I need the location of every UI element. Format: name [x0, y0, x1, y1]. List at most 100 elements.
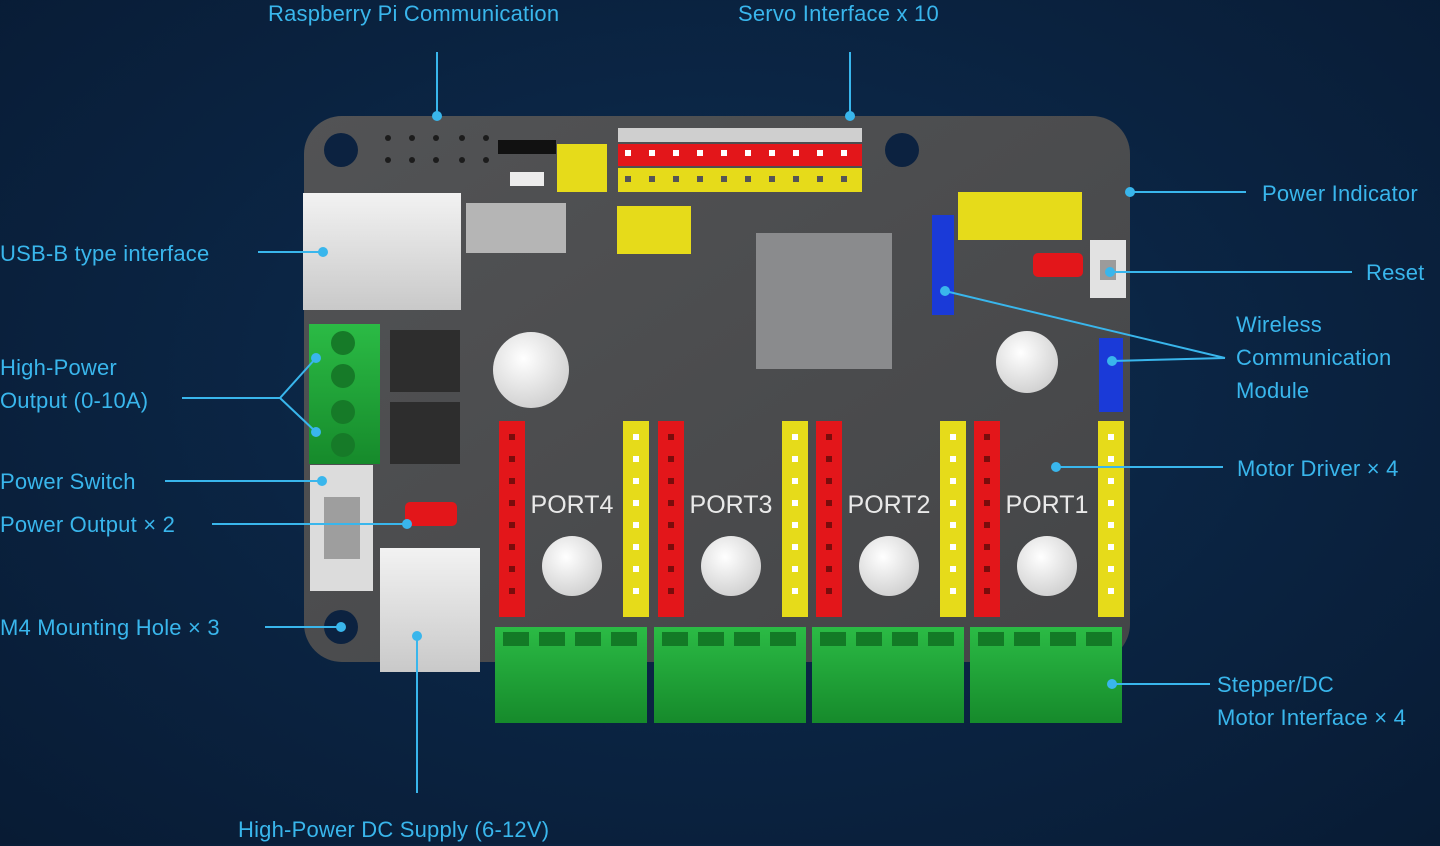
servo-pin: [625, 150, 631, 156]
label-power-switch: Power Switch: [0, 469, 136, 494]
mounting-hole: [324, 133, 358, 167]
header-pin: [792, 544, 798, 550]
high-power-terminal: [309, 324, 380, 464]
header-pin: [509, 434, 515, 440]
header-pin: [668, 456, 674, 462]
header-pin: [792, 456, 798, 462]
header-pin: [633, 566, 639, 572]
header-pin: [1108, 500, 1114, 506]
terminal-screw: [820, 632, 846, 646]
stepper-terminals: [495, 627, 1122, 723]
header-pin: [509, 456, 515, 462]
header-pin: [792, 434, 798, 440]
servo-pin: [817, 150, 823, 156]
label-wireless-line1: Wireless: [1236, 312, 1322, 337]
terminal-screw: [892, 632, 918, 646]
header-pin: [633, 434, 639, 440]
header-pin: [950, 456, 956, 462]
header-pin: [1108, 478, 1114, 484]
header-pin: [826, 588, 832, 594]
header-pin: [984, 434, 990, 440]
servo-pin: [673, 176, 679, 182]
terminal-screw: [978, 632, 1004, 646]
header-pin: [668, 522, 674, 528]
header-pin: [792, 500, 798, 506]
header-pin: [826, 566, 832, 572]
terminal-screw: [698, 632, 724, 646]
header-pin: [509, 500, 515, 506]
terminal-screw: [1050, 632, 1076, 646]
terminal-screw: [575, 632, 601, 646]
header-pin: [950, 522, 956, 528]
dc-jack: [380, 548, 480, 672]
servo-pin: [769, 150, 775, 156]
label-wireless-module: Wireless Communication Module: [1236, 308, 1391, 407]
yellow-header-small: [557, 144, 607, 192]
power-output-header: [405, 502, 457, 526]
header-pin: [509, 588, 515, 594]
terminal-screw: [734, 632, 760, 646]
servo-pin: [841, 150, 847, 156]
label-power-output: Power Output × 2: [0, 512, 176, 537]
port-red-header: [658, 421, 684, 617]
header-pin: [984, 588, 990, 594]
port-red-header: [499, 421, 525, 617]
servo-pin: [841, 176, 847, 182]
header-pin: [509, 522, 515, 528]
header-pin: [668, 478, 674, 484]
port-capacitor: [859, 536, 919, 596]
header-pin: [633, 456, 639, 462]
label-mounting-hole: M4 Mounting Hole × 3: [0, 615, 220, 640]
terminal-screw: [1086, 632, 1112, 646]
label-high-power-output: High-Power Output (0-10A): [0, 351, 148, 417]
port-label: PORT3: [690, 491, 773, 519]
label-stepper-line1: Stepper/DC: [1217, 672, 1334, 697]
header-pin: [950, 588, 956, 594]
header-pin: [792, 566, 798, 572]
servo-pin: [625, 176, 631, 182]
yellow-header-mid: [617, 206, 691, 254]
header-pin: [509, 544, 515, 550]
terminal-screw: [611, 632, 637, 646]
label-power-indicator: Power Indicator: [1262, 181, 1418, 206]
port-yellow-header: [1098, 421, 1124, 617]
header-pin: [633, 522, 639, 528]
capacitor: [996, 331, 1058, 393]
servo-pin: [697, 150, 703, 156]
leader-dots: [311, 111, 1135, 689]
terminal-screw: [662, 632, 688, 646]
header-pin: [826, 500, 832, 506]
servo-pin: [721, 150, 727, 156]
label-stepper-line2: Motor Interface × 4: [1217, 705, 1407, 730]
yellow-header-right: [958, 192, 1082, 240]
header-pin: [668, 566, 674, 572]
header-pin: [633, 478, 639, 484]
header-pin: [668, 588, 674, 594]
servo-pin: [769, 176, 775, 182]
header-pin: [668, 434, 674, 440]
usb-b-port: [303, 193, 461, 310]
header-pin: [1108, 434, 1114, 440]
label-usb-b: USB-B type interface: [0, 241, 210, 266]
servo-pin: [649, 176, 655, 182]
main-chip: [756, 233, 892, 369]
terminal-screw: [539, 632, 565, 646]
label-wireless-line2: Communication: [1236, 345, 1392, 370]
header-pin: [633, 588, 639, 594]
header-pin: [984, 456, 990, 462]
header-pin: [950, 544, 956, 550]
header-pin: [509, 566, 515, 572]
header-pin: [792, 588, 798, 594]
header-pin: [509, 478, 515, 484]
power-switch: [310, 465, 373, 591]
terminal-screw: [1014, 632, 1040, 646]
port-capacitor: [1017, 536, 1077, 596]
header-pin: [950, 478, 956, 484]
header-pin: [984, 500, 990, 506]
port-capacitor: [701, 536, 761, 596]
header-pin: [826, 434, 832, 440]
header-pin: [826, 456, 832, 462]
header-pin: [984, 544, 990, 550]
